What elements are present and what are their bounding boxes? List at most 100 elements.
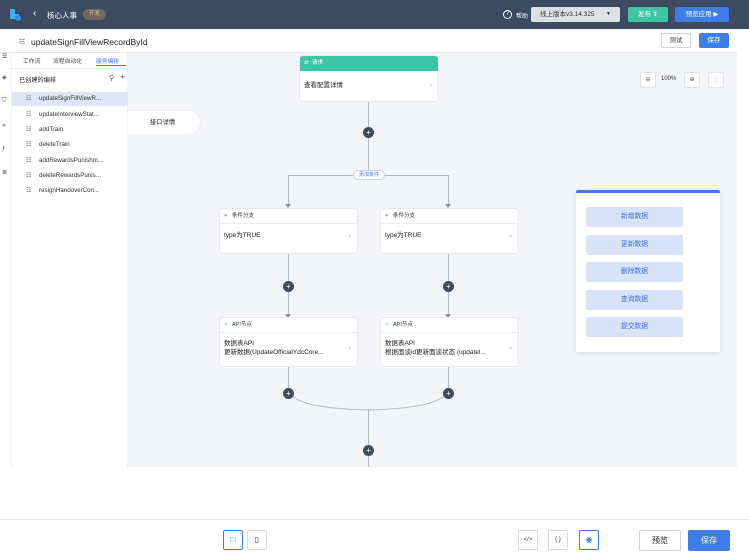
arrow-up-icon: ⬆ <box>652 11 659 18</box>
data-action-panel: 新增数据 更新数据 删除数据 查询数据 提交数据 <box>576 190 720 352</box>
list-item-label: addRewardsPunishm... <box>39 157 103 164</box>
api-node-header: ⚡ API节点 <box>381 318 518 333</box>
menu-icon[interactable]: ☰ <box>2 54 8 60</box>
flow-name: updateSignFillViewRecordById <box>31 37 148 47</box>
search-icon[interactable]: ⚲ <box>109 75 115 82</box>
test-button[interactable]: 测试 <box>661 33 691 48</box>
flow-nodes-icon[interactable]: ⟡ <box>2 123 6 129</box>
save-button[interactable]: 保存 <box>688 530 730 551</box>
add-condition-button[interactable]: 添加条件 <box>353 170 385 180</box>
add-node-button[interactable]: + <box>443 281 454 292</box>
flow-icon: ☷ <box>26 158 32 164</box>
request-icon: ⇄ <box>304 60 309 66</box>
shield-icon[interactable]: ⛉ <box>2 98 7 104</box>
app-logo-icon[interactable] <box>7 7 22 22</box>
fit-view-icon[interactable]: ◌ <box>708 72 724 88</box>
tab-service-orchestration[interactable]: 服务编排 <box>96 59 120 65</box>
add-node-button[interactable]: + <box>283 388 294 399</box>
update-data-button[interactable]: 更新数据 <box>586 235 683 255</box>
flow-icon: ☷ <box>26 142 32 148</box>
back-chevron-icon[interactable]: ‹ <box>33 8 37 19</box>
sidebar: 工作流 流程自动化 服务编排 已创建的编排 ⚲ + ☷updateSignFil… <box>12 53 128 467</box>
version-select[interactable]: 线上版本v3.14.325 ▼ <box>531 7 620 22</box>
list-item-label: deleteTrain <box>39 141 70 148</box>
flow-icon: ☷ <box>26 112 32 118</box>
desktop-view-icon[interactable]: □ <box>223 530 243 550</box>
top-bar: ‹ 核心人事 开发 ? 帮助 线上版本v3.14.325 ▼ 发布 ⬆ 预览应用… <box>0 0 749 29</box>
list-icon[interactable]: ≣ <box>2 170 8 176</box>
list-item[interactable]: ☷ updateSignFillViewR... <box>12 92 128 106</box>
connector-line <box>288 366 289 391</box>
help-icon[interactable]: ? <box>503 10 512 19</box>
api-node-line2: 更新数据(UpdateOfficialYdcCore... <box>224 349 324 356</box>
list-item[interactable]: ☷addTrain <box>12 123 128 137</box>
connector-line <box>368 101 369 176</box>
list-item[interactable]: ☷ addRewardsPunishm... <box>12 154 128 168</box>
arrow-down-icon <box>285 314 291 318</box>
list-item-label: resignHandoverCon... <box>39 187 100 194</box>
branch-icon: ⑂ <box>385 213 389 219</box>
zoom-level: 100% <box>661 76 677 82</box>
interface-detail-tab[interactable]: 接口详情 <box>128 111 200 134</box>
condition-branch-node[interactable]: ⑂ 条件分支 type为TRUE › <box>220 209 357 253</box>
left-rail: ☰ ◈ ⛉ ⟡ ƒ ≣ <box>0 53 12 467</box>
add-node-button[interactable]: + <box>443 388 454 399</box>
list-item[interactable]: ☷ resignHandoverCon... <box>12 184 128 198</box>
request-node-title: 请求 <box>312 60 324 66</box>
active-tab-indicator <box>96 65 126 66</box>
layers-icon[interactable]: ◈ <box>2 75 7 81</box>
flow-icon: ☷ <box>26 188 32 194</box>
zoom-out-icon[interactable]: ⊖ <box>640 72 656 88</box>
save-button-top[interactable]: 保存 <box>699 33 729 48</box>
eye-icon[interactable]: ◉ <box>579 530 599 550</box>
add-data-button[interactable]: 新增数据 <box>586 207 683 227</box>
request-node[interactable]: ⇄ 请求 查看配置详情 › <box>300 56 438 101</box>
api-node[interactable]: ⚡ API节点 数据表API 根据面谈id更新面谈状态 (updatel... … <box>381 318 518 366</box>
request-node-body: 查看配置详情 <box>304 82 343 89</box>
query-data-button[interactable]: 查询数据 <box>586 290 683 310</box>
code-icon[interactable]: </> <box>518 530 538 550</box>
branch-node-body: type为TRUE <box>385 232 422 239</box>
chevron-right-icon: › <box>509 345 512 352</box>
add-node-button[interactable]: + <box>363 445 374 456</box>
chevron-right-icon: › <box>348 345 351 352</box>
mobile-view-icon[interactable]: ▯ <box>247 530 267 550</box>
api-node-header: ⚡ API节点 <box>220 318 357 333</box>
app-title: 核心人事 <box>47 11 77 20</box>
zoom-in-icon[interactable]: ⊕ <box>684 72 700 88</box>
branch-node-body: type为TRUE <box>224 232 261 239</box>
condition-branch-node[interactable]: ⑂ 条件分支 type为TRUE › <box>381 209 518 253</box>
json-icon[interactable]: { } <box>548 530 568 550</box>
api-node-title: API节点 <box>393 322 413 328</box>
version-label: 线上版本v3.14.325 <box>540 11 595 18</box>
submit-data-button[interactable]: 提交数据 <box>586 317 683 337</box>
flow-icon: ☷ <box>19 39 26 46</box>
publish-label: 发布 <box>637 11 651 18</box>
help-link[interactable]: 帮助 <box>516 14 529 20</box>
api-node[interactable]: ⚡ API节点 数据表API 更新数据(UpdateOfficialYdcCor… <box>220 318 357 366</box>
api-node-line1: 数据表API <box>385 340 415 347</box>
flow-icon: ☷ <box>26 96 32 102</box>
preview-button[interactable]: 预览 <box>639 530 681 551</box>
delete-data-button[interactable]: 删除数据 <box>586 262 683 282</box>
add-node-button[interactable]: + <box>363 127 374 138</box>
list-item-label: addTrain <box>39 126 64 133</box>
list-item[interactable]: ☷ deleteTrain <box>12 138 128 152</box>
add-icon[interactable]: + <box>120 72 126 82</box>
tab-automation[interactable]: 流程自动化 <box>53 59 82 65</box>
caret-down-icon: ▼ <box>606 11 611 17</box>
add-node-button[interactable]: + <box>283 281 294 292</box>
preview-app-button[interactable]: 预览应用 ▶ <box>675 7 729 22</box>
api-node-title: API节点 <box>232 322 252 328</box>
function-icon[interactable]: ƒ <box>2 146 6 152</box>
tabs-divider <box>12 68 128 69</box>
list-item-label: updateSignFillViewR... <box>39 95 102 102</box>
list-item[interactable]: ☷updateInterviewStat... <box>12 108 128 122</box>
branch-icon: ⑂ <box>224 213 228 219</box>
chevron-right-icon: › <box>429 82 432 89</box>
list-item[interactable]: ☷deleteRewardsPunis... <box>12 169 128 183</box>
tab-workflow[interactable]: 工作流 <box>23 59 41 65</box>
publish-button[interactable]: 发布 ⬆ <box>628 7 668 22</box>
request-node-header: ⇄ 请求 <box>300 56 438 71</box>
api-icon: ⚡ <box>224 322 228 328</box>
